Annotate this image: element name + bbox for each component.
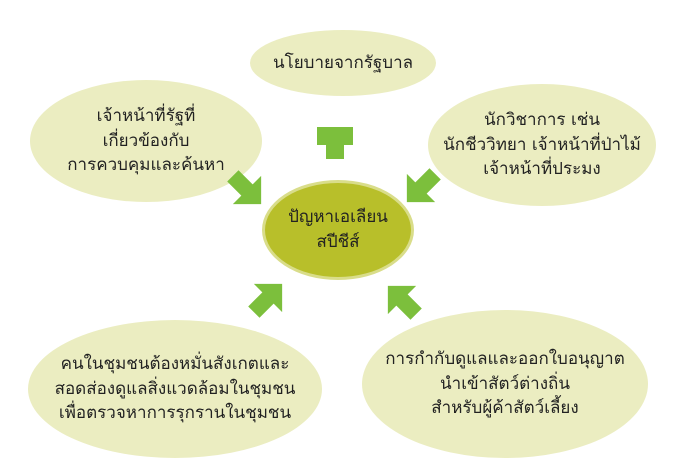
node-left-upper-state-officials: เจ้าหน้าที่รัฐที่ เกี่ยวข้องกับ การควบคุ… [30,80,262,202]
arrow-left-upper [227,170,262,205]
arrow-diagonal-down-left-icon [406,168,441,203]
arrow-diagonal-up-left-icon [387,285,422,320]
node-left-upper-label: เจ้าหน้าที่รัฐที่ เกี่ยวข้องกับ การควบคุ… [67,106,225,176]
node-center-label: ปัญหาเอเลียน สปีชีส์ [288,207,388,252]
node-center-alien-species: ปัญหาเอเลียน สปีชีส์ [262,180,414,280]
node-top-government-policy: นโยบายจากรัฐบาล [250,30,436,96]
node-top-label: นโยบายจากรัฐบาล [272,52,414,73]
arrow-right-upper [406,168,441,203]
node-right-upper-label: นักวิชาการ เช่น นักชีววิทยา เจ้าหน้าที่ป… [443,110,641,180]
arrow-right-lower [387,285,422,320]
arrow-diagonal-down-right-icon [227,170,262,205]
node-left-lower-community: คนในชุมชนต้องหมั่นสังเกตและ สอดส่องดูแลส… [28,320,322,458]
node-left-lower-label: คนในชุมชนต้องหมั่นสังเกตและ สอดส่องดูแลส… [54,354,296,424]
arrow-diagonal-up-right-icon [248,283,283,318]
node-right-lower-licensing: การกำกับดูแลและออกใบอนุญาต นำเข้าสัตว์ต่… [362,310,648,458]
arrow-down-icon [317,127,353,159]
node-right-upper-academics: นักวิชาการ เช่น นักชีววิทยา เจ้าหน้าที่ป… [428,84,656,206]
node-right-lower-label: การกำกับดูแลและออกใบอนุญาต นำเข้าสัตว์ต่… [385,349,625,419]
arrow-left-lower [248,283,283,318]
arrow-top [317,127,353,159]
